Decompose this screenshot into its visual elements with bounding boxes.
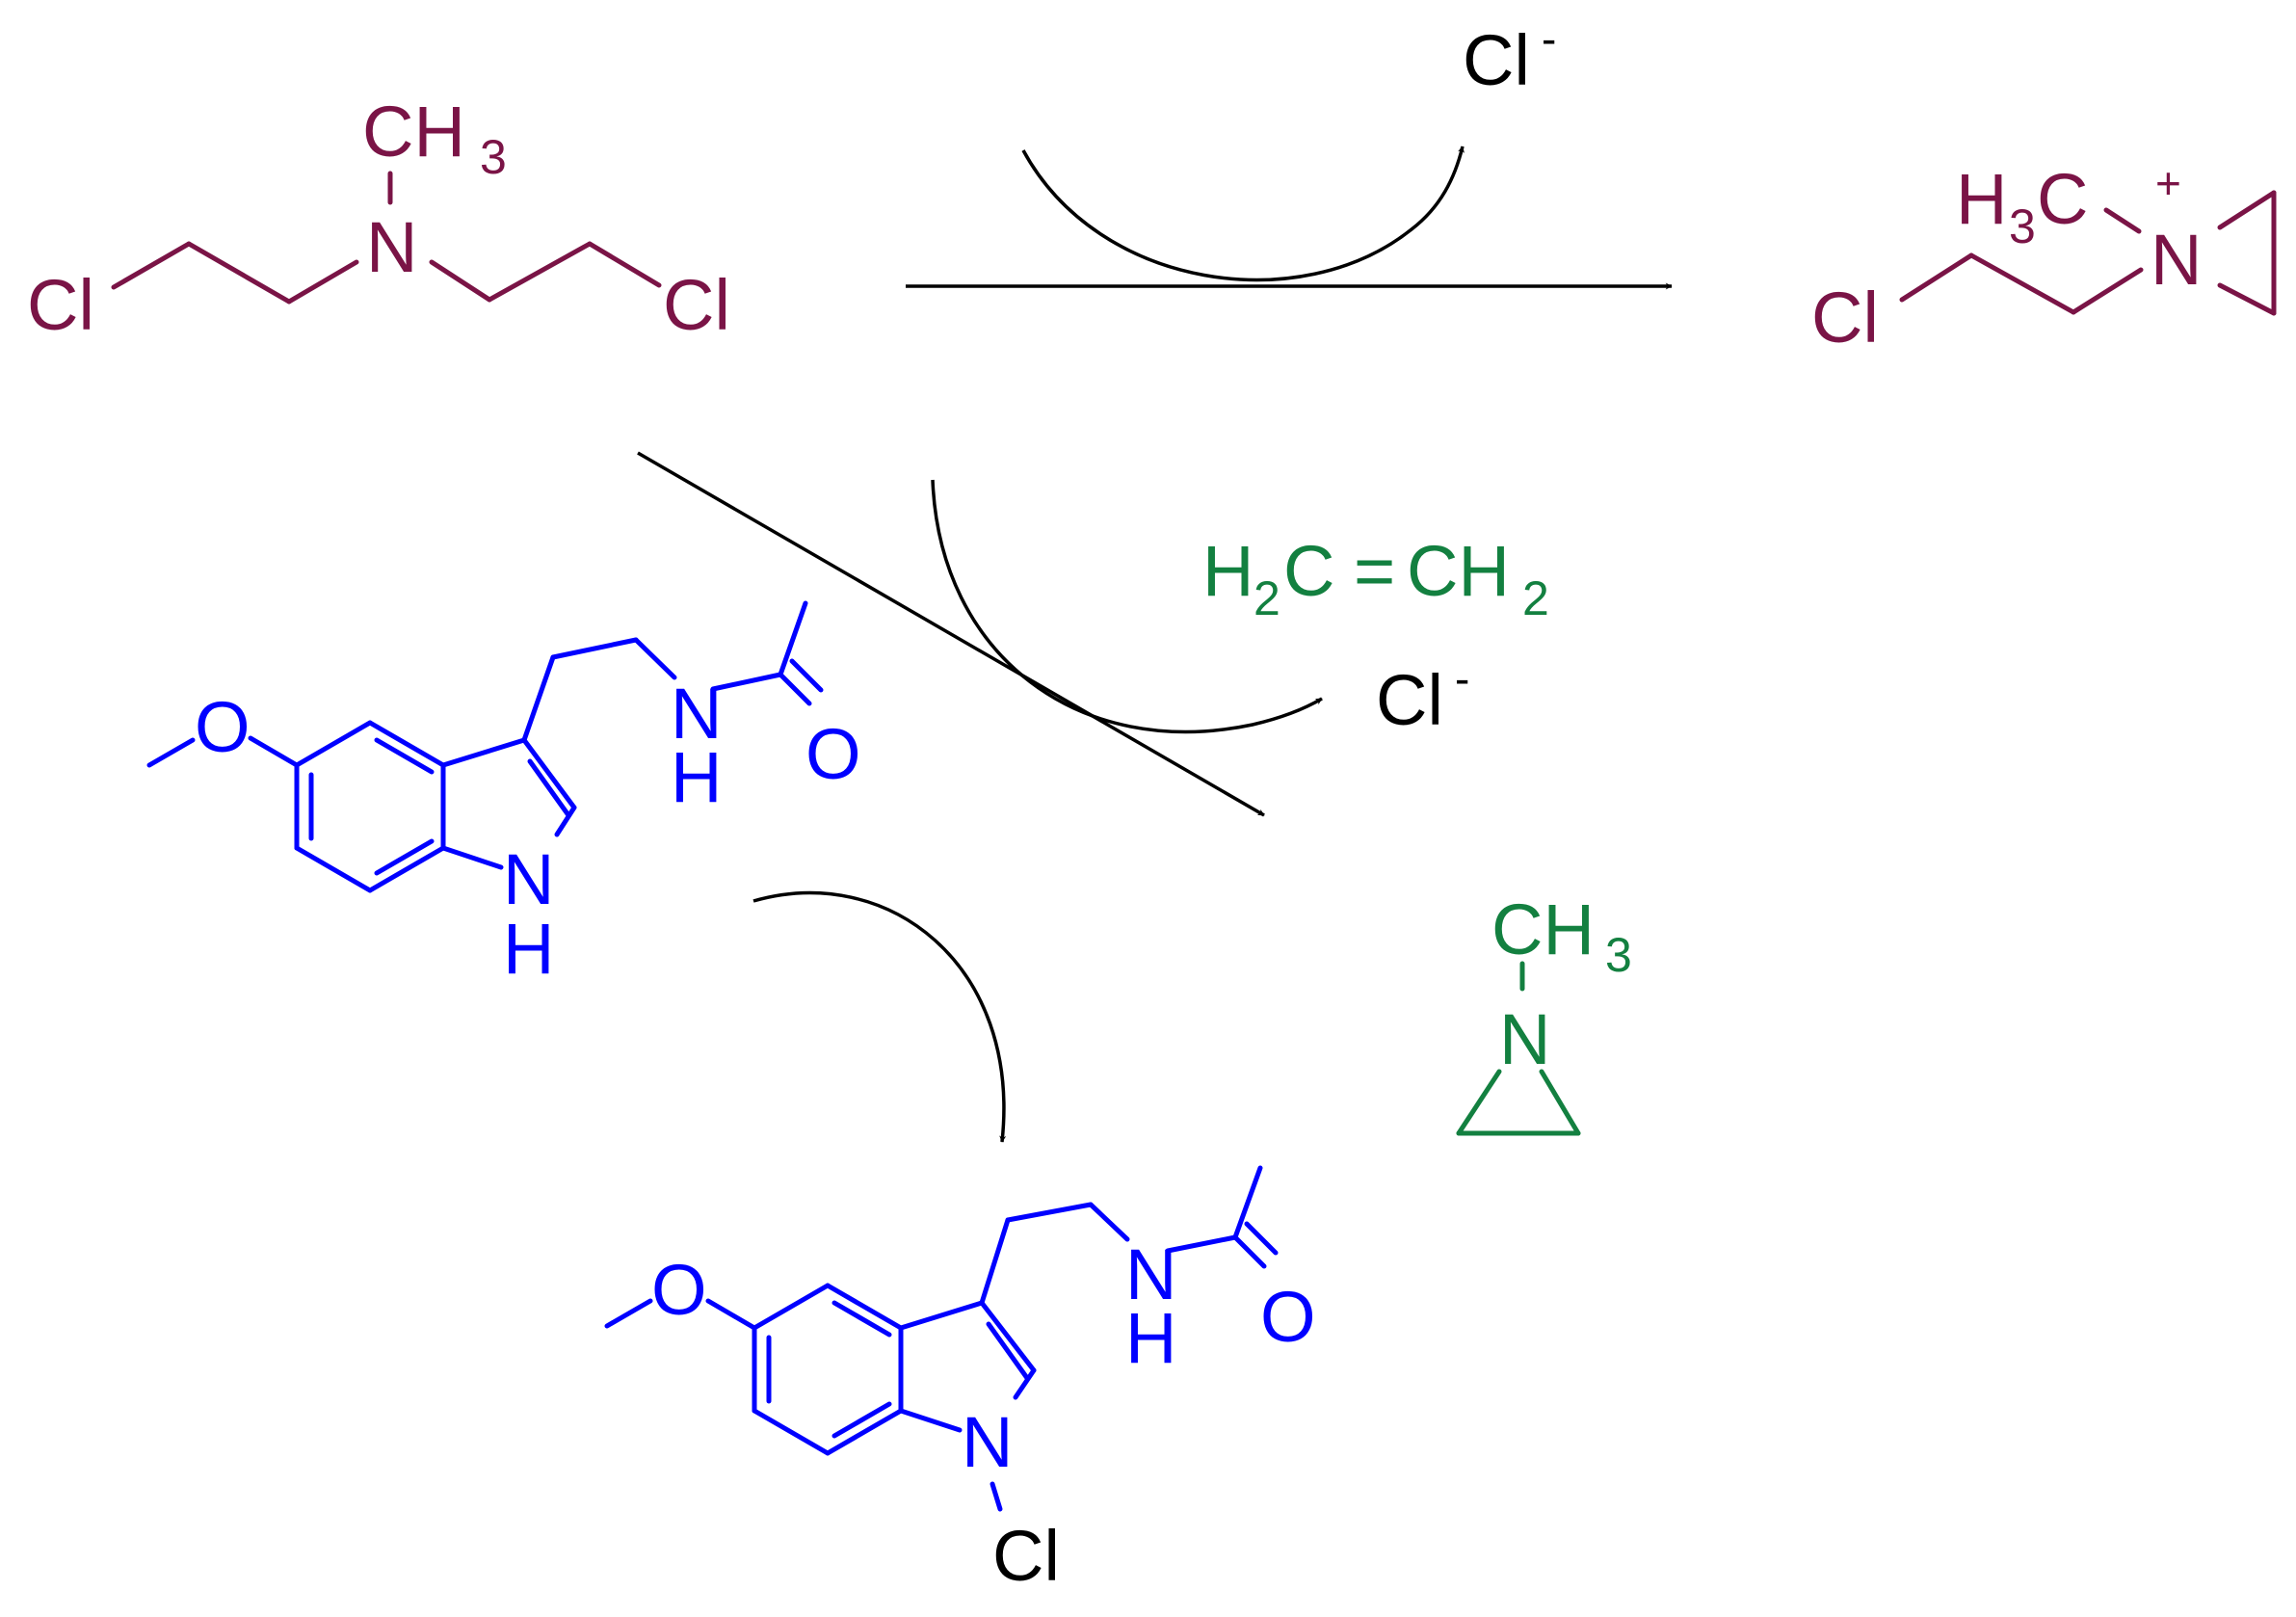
product-amide-hydrogen: H — [1125, 1298, 1176, 1378]
n-methylaziridine — [1456, 961, 1581, 1136]
product-methoxy-oxygen: O — [651, 1250, 707, 1330]
curved-arrow-chloride-loss — [1021, 146, 1465, 282]
melatonin-reactant — [146, 600, 824, 893]
methylaziridine-methyl-subscript: 3 — [1605, 928, 1632, 982]
aziridinium-methyl-h: H — [1956, 159, 2007, 239]
ethylene-double-bond: = — [1354, 531, 1395, 611]
ethylene-left-c: C — [1283, 531, 1334, 611]
curved-arrow-elimination — [931, 479, 1323, 734]
mustard-chlorine-left: Cl — [27, 265, 94, 345]
melatonin-top-amide-nitrogen: N — [671, 674, 722, 754]
n-chloro-melatonin-product — [604, 1165, 1279, 1512]
aziridinium-methyl-subscript: 3 — [2009, 199, 2036, 253]
methylaziridine-nitrogen-label: N — [1499, 999, 1550, 1079]
melatonin-top-indole-hydrogen: H — [503, 909, 554, 989]
chloride-top-charge: - — [1542, 13, 1556, 64]
aziridinium-ion — [1899, 190, 2277, 316]
aziridinium-methyl-c: C — [2037, 159, 2088, 239]
chloride-ion-top: Cl — [1463, 20, 1530, 100]
product-n-chlorine: Cl — [992, 1516, 1060, 1596]
ethylene-right-subscript: 2 — [1522, 571, 1549, 625]
melatonin-top-methoxy-oxygen: O — [195, 687, 251, 767]
melatonin-top-carbonyl-oxygen: O — [805, 714, 861, 794]
reaction-arrow-diagonal — [637, 451, 1265, 817]
aziridinium-nitrogen-label: N — [2151, 220, 2202, 300]
mustard-methyl-subscript: 3 — [480, 130, 507, 184]
methylaziridine-methyl-label: CH — [1491, 889, 1595, 969]
aziridinium-positive-charge: + — [2155, 158, 2181, 208]
curved-arrow-n-chlorination — [752, 890, 1007, 1143]
nitrogen-mustard — [111, 171, 662, 305]
product-amide-nitrogen: N — [1125, 1234, 1176, 1314]
mustard-methyl-label: CH — [362, 92, 465, 172]
mustard-nitrogen-label: N — [366, 207, 417, 287]
aziridinium-chlorine-label: Cl — [1811, 278, 1879, 358]
mustard-chlorine-right: Cl — [663, 265, 730, 345]
ethylene-right-ch: CH — [1407, 531, 1510, 611]
chloride-ion-middle: Cl — [1376, 660, 1443, 740]
ethylene-left-h: H — [1202, 531, 1254, 611]
product-carbonyl-oxygen: O — [1260, 1277, 1316, 1357]
melatonin-top-amide-hydrogen: H — [671, 737, 722, 817]
ethylene-left-subscript: 2 — [1254, 571, 1280, 625]
melatonin-top-indole-nitrogen: N — [503, 839, 554, 919]
chloride-middle-charge: - — [1455, 653, 1469, 703]
product-indole-nitrogen: N — [962, 1402, 1013, 1482]
